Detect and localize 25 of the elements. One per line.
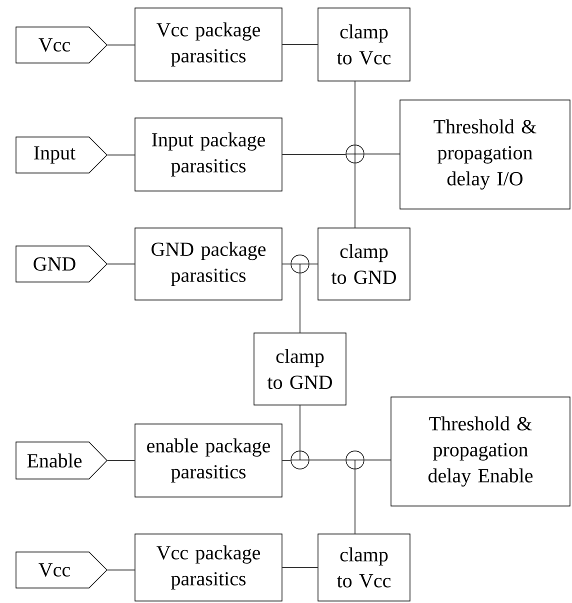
block-box: Threshold & propagation delay Enable — [390, 396, 570, 506]
connector-line — [354, 469, 356, 534]
block-box: clamp to GND — [318, 228, 410, 300]
connector-line — [354, 163, 356, 228]
block-box: clamp to Vcc — [318, 8, 410, 82]
connector-line — [107, 44, 135, 46]
connector-line — [107, 460, 135, 461]
connector-line — [282, 567, 318, 568]
block-box: enable package parasitics — [134, 424, 282, 498]
block-box: Threshold & propagation delay I/O — [400, 100, 570, 210]
block-box: clamp to Vcc — [318, 534, 410, 602]
junction-circle — [290, 254, 310, 274]
block-box: Input package parasitics — [134, 118, 282, 192]
connector-line — [354, 81, 356, 145]
junction-circle — [346, 450, 364, 470]
block-box: Vcc package parasitics — [134, 8, 282, 82]
junction-circle — [346, 144, 364, 164]
connector-line — [107, 154, 135, 156]
connector-line — [282, 460, 291, 461]
block-box: Vcc package parasitics — [134, 534, 282, 602]
block-box: GND package parasitics — [134, 228, 282, 300]
junction-circle — [290, 450, 310, 470]
connector-line — [282, 44, 318, 45]
connector-line — [282, 154, 346, 155]
block-box: clamp to GND — [254, 332, 346, 406]
